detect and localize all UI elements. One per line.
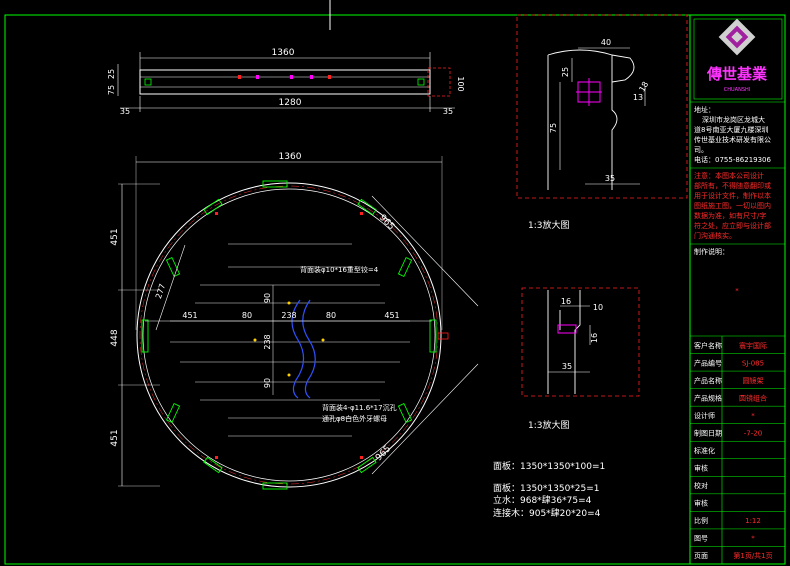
fixing-points (215, 212, 449, 459)
detail-bottom: 16 10 16 35 (521, 287, 640, 397)
plan-hdim-4: 80 (326, 311, 336, 320)
title-row-label: 审核 (694, 499, 708, 508)
address-line-2: 道8号南亚大厦九楼深圳 (694, 125, 768, 134)
title-row-value: * (751, 412, 755, 420)
plan-hdim-1: 451 (182, 311, 197, 320)
detail-top-dim-35: 35 (605, 174, 615, 183)
phone-line: 电话：0755-86219306 (694, 155, 772, 164)
notice-line-7: 门沟通核实。 (694, 231, 736, 240)
title-row-label: 制图日期 (694, 428, 722, 437)
company-logo-icon (718, 18, 756, 56)
notice-line-3: 用于设计文件，制作以本 (694, 191, 771, 200)
notice-line-4: 图纸施工图，一切以图内 (694, 201, 771, 210)
detail-top-dim-25: 25 (561, 67, 570, 77)
detail-top: 40 25 13 18 75 35 (516, 14, 688, 199)
title-row-label: 审核 (694, 464, 708, 473)
title-row-value: SJ-085 (742, 359, 764, 367)
detail-bottom-caption: 1:3放大图 (528, 419, 570, 431)
center-points (253, 301, 325, 377)
wave-decoration-b (302, 299, 316, 399)
title-row-label: 校对 (694, 481, 708, 490)
plan-cvdim-top: 90 (263, 293, 272, 303)
wave-decoration-a (291, 299, 305, 399)
side-view: 1360 25 75 100 35 1280 35 (107, 48, 465, 116)
plan-overall-width: 1360 (279, 152, 302, 162)
detail-top-dim-18: 18 (637, 80, 650, 93)
bom-line-4: 连接木：905*肆20*20=4 (493, 507, 601, 519)
plan-vdim-top: 451 (110, 228, 120, 245)
title-block: 傳世基業 CHUANSHI 地址： 深圳市龙岗区龙城大 道8号南亚大厦九楼深圳 … (689, 14, 786, 565)
title-row-label: 设计师 (694, 411, 715, 420)
plan-cvdim-mid: 238 (263, 334, 272, 349)
side-rail (139, 69, 431, 95)
notice-line-1: 注意：本图本公司设计 (694, 171, 764, 180)
side-overall-width: 1360 (272, 48, 295, 58)
remark-value: * (735, 287, 739, 295)
title-row-value: -7-20 (744, 429, 762, 437)
side-right-margin: 35 (443, 107, 453, 116)
detail-bottom-dim-35: 35 (562, 362, 572, 371)
title-row-value: 圆镜组合 (739, 393, 767, 402)
plan-cvdim-bottom: 90 (263, 378, 272, 388)
title-row-value: * (751, 535, 755, 543)
title-row-label: 标准化 (694, 446, 715, 455)
plan-hdim-5: 451 (384, 311, 399, 320)
side-right-height: 100 (456, 76, 465, 91)
title-row-label: 产品规格 (694, 393, 722, 402)
plan-hdim-2: 80 (242, 311, 252, 320)
address-label: 地址： (694, 105, 715, 114)
plan-chord: 277 (154, 283, 167, 300)
side-inner-width: 1280 (279, 98, 302, 108)
detail-ref-box (427, 67, 451, 97)
plan-vdim-bottom: 451 (110, 429, 120, 446)
side-height-top: 25 (107, 69, 116, 79)
address-line-3: 传世基业技术研发有限公 (694, 135, 771, 144)
title-row-label: 页面 (694, 552, 708, 560)
detail-bottom-dim-10: 10 (593, 303, 603, 312)
plan-view: 1360 (110, 152, 479, 490)
notice-line-5: 数据为准，如有尺寸/字 (694, 211, 766, 220)
plan-diagonal-bottom: 965 (374, 444, 393, 463)
plan-vdim-mid: 448 (110, 329, 120, 346)
title-row-label: 产品编号 (694, 358, 722, 367)
plan-diagonal-top: 965 (377, 213, 396, 232)
bom-line-2: 面板：1350*1350*25=1 (493, 482, 600, 494)
detail-bottom-dim-16a: 16 (561, 297, 571, 306)
title-row-value: 寰宇国际 (739, 341, 767, 350)
logo-text: 傳世基業 (706, 65, 768, 83)
title-row-value: 第1页/共1页 (733, 551, 772, 560)
mirror-inner-circle (142, 188, 436, 482)
title-row-label: 产品名称 (694, 376, 722, 385)
title-row-label: 比例 (694, 516, 708, 525)
address-line-4: 司。 (694, 146, 708, 154)
bom-line-3: 立水：968*肆36*75=4 (493, 494, 592, 506)
plan-note-bottom-2: 通孔φ8白色外牙螺母 (322, 414, 387, 423)
detail-bottom-dim-16b: 16 (590, 333, 599, 343)
plan-note-top: 背面装φ10*16重型铰=4 (300, 265, 379, 274)
detail-top-dim-13: 13 (633, 93, 643, 102)
remark-label: 制作说明： (694, 247, 729, 256)
side-height-main: 75 (107, 85, 116, 95)
mirror-outer-circle (136, 182, 442, 488)
title-row-label: 图号 (694, 535, 708, 543)
address-line-1: 深圳市龙岗区龙城大 (702, 115, 765, 124)
notice-line-2: 部所有，不得随意翻印或 (694, 181, 771, 190)
side-left-margin: 35 (120, 107, 130, 116)
bom-line-1: 面板：1350*1350*100=1 (493, 460, 605, 472)
title-row-label: 客户名称 (694, 341, 722, 350)
notice-line-6: 符之处，应立即与设计部 (694, 221, 771, 230)
bill-of-materials: 面板：1350*1350*100=1 面板：1350*1350*25=1 立水：… (493, 460, 605, 519)
detail-top-caption: 1:3放大图 (528, 219, 570, 231)
plan-hdim-3: 238 (281, 311, 296, 320)
title-row-value: 圆镜架 (743, 376, 764, 385)
detail-top-dim-40: 40 (601, 38, 611, 47)
connector-blocks (141, 180, 437, 490)
centerline-circle (139, 185, 439, 485)
detail-top-dim-75: 75 (549, 123, 558, 133)
logo-subtext: CHUANSHI (724, 87, 750, 93)
title-row-value: 1:12 (745, 517, 761, 525)
plan-note-bottom-1: 背面装4-φ11.6*17沉孔 (322, 403, 397, 412)
